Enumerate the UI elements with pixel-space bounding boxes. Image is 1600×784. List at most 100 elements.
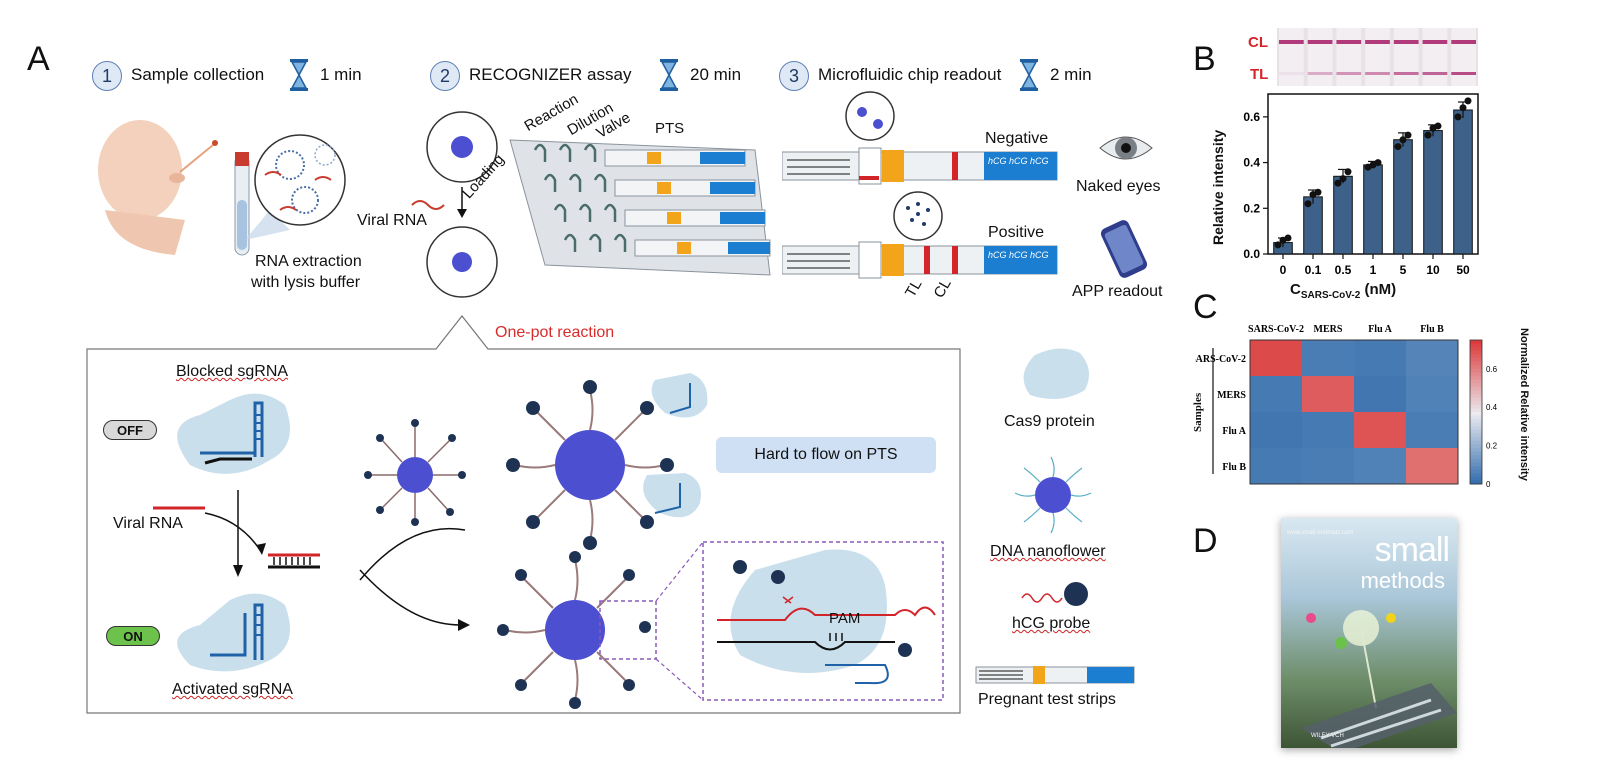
negative-strip-text: hCG hCG hCG [988, 156, 1049, 166]
one-pot-title: One-pot reaction [495, 324, 615, 341]
bar-chart-xlabel: CSARS-CoV-2 (nM) [1290, 281, 1396, 301]
colorbar-segment [1470, 397, 1482, 402]
colorbar-segment [1470, 473, 1482, 478]
colorbar-segment [1470, 347, 1482, 352]
colorbar-segment [1470, 343, 1482, 348]
dna-nanoflower-text: DNA nanoflower [990, 543, 1106, 560]
heatmap-cell [1406, 412, 1458, 448]
nanoflower-cleavage-diagram [497, 373, 944, 709]
data-point [1374, 159, 1382, 167]
xlabel-sub: SARS-CoV-2 [1300, 290, 1361, 301]
pam-label: PAM [829, 610, 861, 627]
colorbar-segment [1470, 433, 1482, 438]
activated-sgrna-label: Activated sgRNA [172, 681, 293, 699]
on-toggle: ON [106, 626, 160, 646]
colorbar-segment [1470, 437, 1482, 442]
x-tick-label: 5 [1400, 263, 1407, 277]
microfluidic-readout-illustration [782, 91, 1058, 279]
panel-label-b: B [1193, 40, 1216, 78]
colorbar-segment [1470, 448, 1482, 453]
step-3-label: Microfluidic chip readout [818, 65, 1002, 84]
heatmap-row-label: MERS [1217, 390, 1246, 401]
colorbar-segment [1470, 422, 1482, 427]
strip-cl-line [1393, 40, 1419, 44]
colorbar-segment [1470, 440, 1482, 445]
cas9-protein-label: Cas9 protein [1004, 413, 1095, 430]
heatmap-cell [1250, 376, 1302, 412]
pregnant-test-strips-label: Pregnant test strips [978, 691, 1116, 708]
step-1-time: 1 min [320, 65, 362, 84]
xlabel-unit: (nM) [1360, 281, 1397, 298]
data-point [1464, 97, 1472, 105]
naked-eyes-label: Naked eyes [1076, 178, 1161, 195]
colorbar-segment [1470, 480, 1482, 485]
sgrna-activation-diagram [153, 393, 470, 672]
heatmap-row-label: Flu A [1222, 426, 1246, 437]
on-text: ON [123, 628, 143, 644]
hcg-probe-icon [1021, 582, 1088, 606]
heatmap-cell [1250, 448, 1302, 484]
off-toggle: OFF [103, 420, 157, 440]
data-point [1284, 234, 1292, 242]
strip-cl-line [1365, 40, 1390, 44]
pregnant-test-strip-icon [975, 666, 1135, 684]
data-point [1454, 113, 1462, 121]
viral-rna-label: Viral RNA [357, 212, 427, 229]
data-point [1394, 143, 1402, 151]
x-tick-label: 10 [1426, 263, 1440, 277]
data-point [1459, 104, 1467, 112]
colorbar-segment [1470, 372, 1482, 377]
strip [1279, 28, 1304, 86]
strip [1336, 28, 1362, 86]
phone-icon [1100, 220, 1148, 278]
heatmap-cell [1302, 448, 1354, 484]
colorbar-tick-label: 0 [1486, 480, 1491, 489]
data-point [1334, 179, 1342, 187]
colorbar-segment [1470, 368, 1482, 373]
colorbar-segment [1470, 444, 1482, 449]
strip [1365, 28, 1390, 86]
colorbar-segment [1470, 358, 1482, 363]
heatmap-cell [1354, 376, 1406, 412]
y-tick-label: 0.2 [1243, 201, 1260, 215]
data-point [1314, 188, 1322, 196]
colorbar-segment [1470, 379, 1482, 384]
negative-label: Negative [985, 130, 1049, 147]
heatmap-cell [1302, 340, 1354, 376]
hcg-probe-label: hCG probe [1012, 615, 1090, 633]
data-point [1434, 122, 1442, 130]
strip-cl-line [1451, 40, 1476, 44]
y-tick-label: 0.6 [1243, 110, 1260, 124]
strip [1451, 28, 1476, 86]
strip [1422, 28, 1448, 86]
cover-url: www.small-methods.com [1287, 530, 1354, 536]
heatmap-frame [1249, 339, 1459, 485]
off-text: OFF [117, 422, 143, 438]
colorbar-segment [1470, 394, 1482, 399]
x-tick-label: 0 [1280, 263, 1287, 277]
step-1-label: Sample collection [131, 65, 265, 84]
colorbar-segment [1470, 350, 1482, 355]
heatmap-cell [1406, 376, 1458, 412]
rna-extraction-label: RNA extraction [255, 253, 362, 270]
data-point [1274, 241, 1282, 249]
strip [1393, 28, 1419, 86]
hourglass-icon [290, 59, 308, 91]
x-tick-label: 50 [1456, 263, 1470, 277]
colorbar-segment [1470, 430, 1482, 435]
lysis-buffer-label: with lysis buffer [251, 274, 361, 291]
step-2-number: 2 [430, 61, 460, 91]
colorbar-segment [1470, 415, 1482, 420]
strip-tl-line [1365, 72, 1390, 75]
data-point [1344, 168, 1352, 176]
viral-rna-onepot-label: Viral RNA [113, 515, 183, 532]
hourglass-icon [660, 59, 678, 91]
strip-tl-line [1336, 72, 1362, 75]
x-tick-label: 0.5 [1335, 263, 1352, 277]
blocked-sgrna-label: Blocked sgRNA [176, 363, 288, 381]
test-strip-photo-svg [1277, 28, 1478, 86]
colorbar-segment [1470, 401, 1482, 406]
cover-title-small: small [1374, 531, 1450, 569]
step-1-number: 1 [92, 61, 122, 91]
heatmap-cell [1354, 340, 1406, 376]
